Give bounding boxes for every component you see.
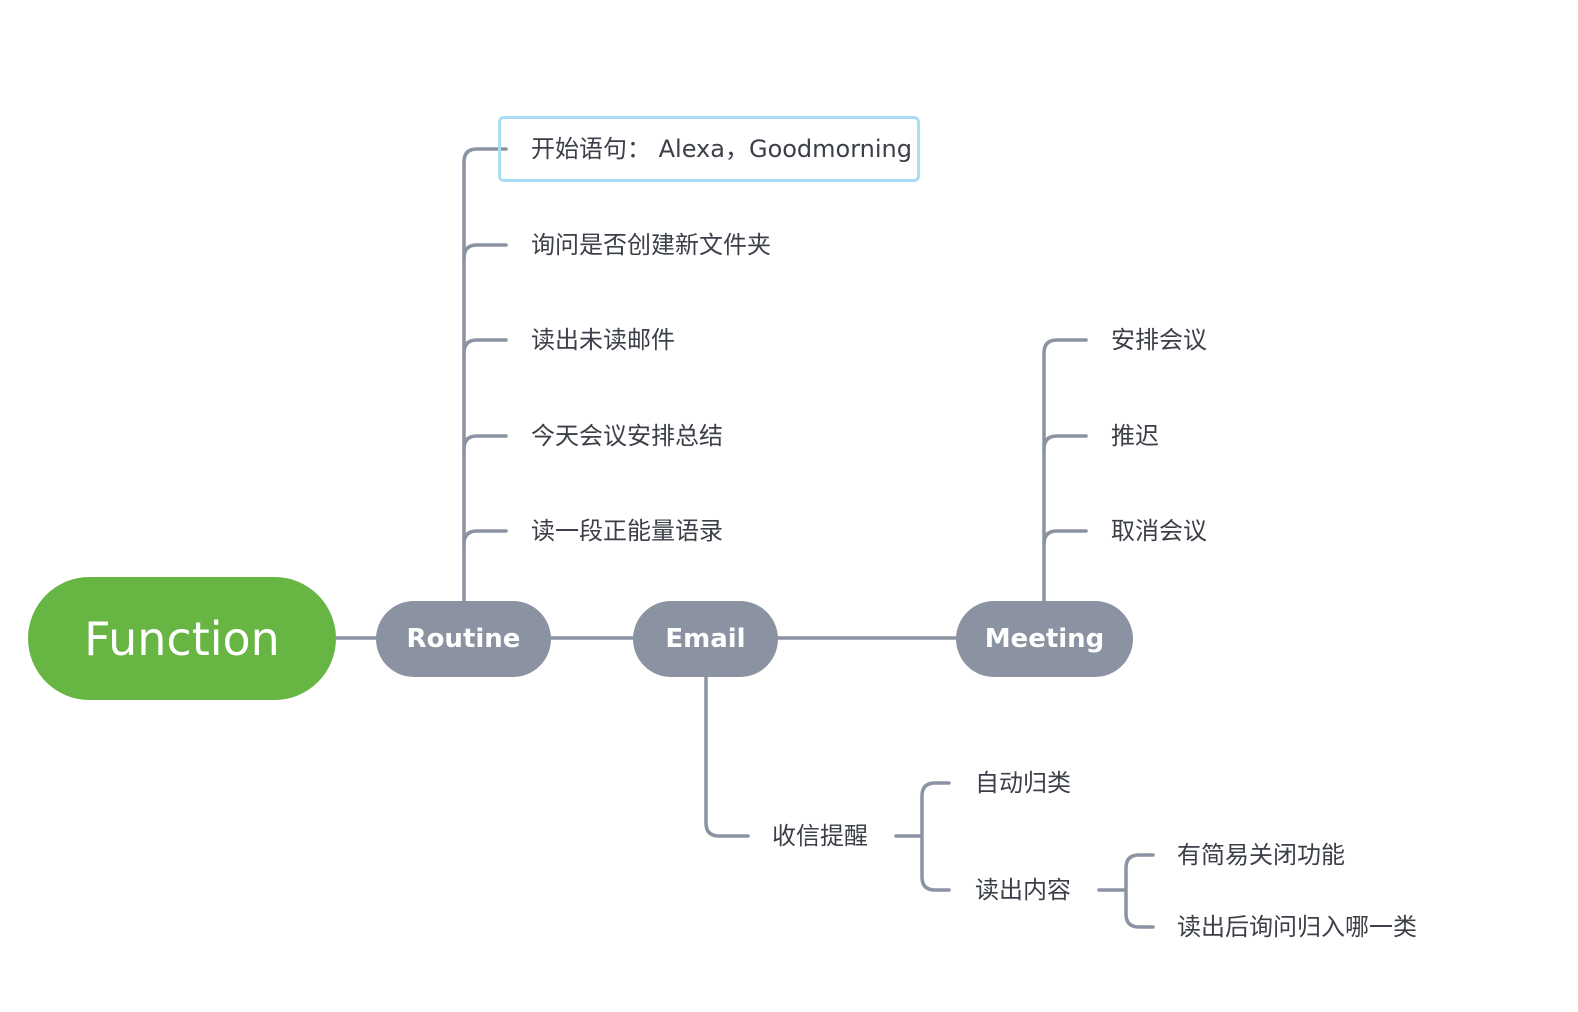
branch-node-meeting[interactable]: Meeting [956,601,1133,677]
connector-read-bracket [1097,853,1155,929]
root-node-function[interactable]: Function [28,577,336,700]
connector-routine-item-5 [462,529,508,546]
root-label: Function [84,611,280,666]
topic-routine-3[interactable]: 读出未读邮件 [531,326,675,354]
branch-label-email: Email [665,624,746,654]
topic-email-read-content[interactable]: 读出内容 [975,876,1071,904]
connector-notify-bracket [894,781,951,892]
branch-node-email[interactable]: Email [633,601,778,677]
connector-meeting-item-3 [1042,529,1088,546]
topic-email-auto-classify[interactable]: 自动归类 [975,769,1071,797]
topic-email-notify[interactable]: 收信提醒 [772,822,868,850]
topic-meeting-1[interactable]: 安排会议 [1111,326,1207,354]
branch-node-routine[interactable]: Routine [376,601,551,677]
topic-meeting-3[interactable]: 取消会议 [1111,517,1207,545]
topic-routine-1[interactable]: 开始语句： Alexa，Goodmorning [531,135,912,163]
topic-routine-2[interactable]: 询问是否创建新文件夹 [531,231,771,259]
connector-meeting-item-2 [1042,434,1088,451]
topic-routine-4[interactable]: 今天会议安排总结 [531,422,723,450]
connector-routine-item-4 [462,434,508,451]
connector-meeting-trunk [1042,338,1088,603]
selected-topic-outline [498,116,920,182]
connector-routine-trunk [462,147,508,603]
connector-routine-item-2 [462,243,508,260]
topic-email-ask-category[interactable]: 读出后询问归入哪一类 [1177,913,1417,941]
topic-routine-5[interactable]: 读一段正能量语录 [531,517,723,545]
topic-meeting-2[interactable]: 推迟 [1111,422,1159,450]
branch-label-routine: Routine [406,624,521,654]
branch-label-meeting: Meeting [984,624,1105,654]
topic-email-quick-close[interactable]: 有简易关闭功能 [1177,841,1345,869]
connector-routine-item-3 [462,338,508,355]
connector-email-down [704,675,750,838]
